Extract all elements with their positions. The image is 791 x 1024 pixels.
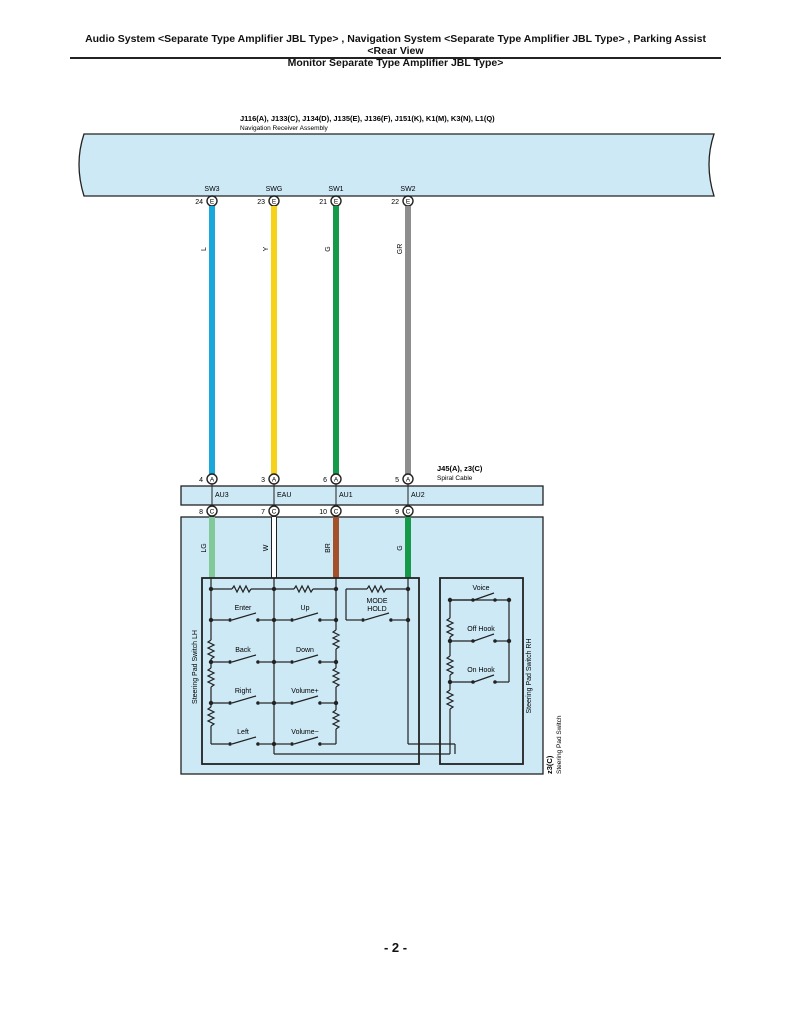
- spiral-top-pins: 4 3 6 5 A A A A: [199, 473, 414, 485]
- receiver-term-sw1: SW1: [328, 186, 343, 193]
- receiver-pin-num: 23: [257, 199, 265, 206]
- connector-letter: E: [406, 199, 411, 206]
- connector-letter: E: [272, 199, 277, 206]
- receiver-name: Navigation Receiver Assembly: [240, 125, 329, 132]
- connector-letter: A: [334, 477, 339, 484]
- spiral-pin-num: 3: [261, 477, 265, 484]
- lh-junctions: [208, 586, 411, 747]
- connector-pin: [402, 505, 414, 517]
- switch-label-volume-plus: Volume+: [291, 688, 318, 695]
- header-rule: [70, 57, 721, 59]
- steering-code: z3(C): [545, 755, 554, 774]
- receiver-body: [78, 133, 715, 197]
- spiral-term-au1: AU1: [339, 492, 353, 499]
- connector-letter: A: [210, 477, 215, 484]
- connector-pin: [206, 505, 218, 517]
- switch-lh-label: Steering Pad Switch LH: [192, 630, 199, 704]
- switch-label-back: Back: [235, 647, 251, 654]
- spiral-name: Spiral Cable: [437, 475, 473, 482]
- spiral-codes: J45(A), z3(C): [437, 464, 483, 473]
- connector-pin: [268, 505, 280, 517]
- wire-label-lg: LG: [201, 543, 208, 552]
- spiral-term-eau: EAU: [277, 492, 291, 499]
- switch-lh-box: [201, 577, 420, 765]
- receiver-codes: J116(A), J133(C), J134(D), J135(E), J136…: [240, 114, 495, 123]
- receiver-pin-num: 21: [319, 199, 327, 206]
- connector-letter: E: [210, 199, 215, 206]
- spiral-pin-num: 6: [323, 477, 327, 484]
- spiral-pin-num: 10: [319, 509, 327, 516]
- wire-label-br: BR: [325, 543, 332, 553]
- connector-pin: [330, 505, 342, 517]
- receiver-term-sw2: SW2: [400, 186, 415, 193]
- connector-letter: A: [272, 477, 277, 484]
- switch-label-mode: MODE: [367, 598, 388, 605]
- wire-label-w: W: [263, 544, 270, 551]
- rh-switch-labels: Voice Off Hook On Hook: [467, 585, 495, 674]
- wire-label-g-lower: G: [397, 545, 404, 550]
- switch-label-hold: HOLD: [367, 606, 386, 613]
- spiral-pin-num: 5: [395, 477, 399, 484]
- spiral-term-au2: AU2: [411, 492, 425, 499]
- switch-label-right: Right: [235, 688, 251, 695]
- switch-label-down: Down: [296, 647, 314, 654]
- wire-label-g: G: [325, 246, 332, 251]
- header-line-2: Monitor Separate Type Amplifier JBL Type…: [287, 57, 504, 69]
- header-line-1: Audio System <Separate Type Amplifier JB…: [85, 33, 706, 57]
- spiral-terminals: AU3 EAU AU1 AU2: [211, 484, 425, 506]
- page-number: - 2 -: [383, 940, 408, 955]
- steering-pad-switch-body: [180, 516, 544, 775]
- connector-letter: A: [406, 477, 411, 484]
- switch-label-on-hook: On Hook: [467, 667, 495, 674]
- connector-letter: C: [210, 509, 215, 516]
- wire-label-y: Y: [263, 246, 270, 251]
- spiral-pin-num: 9: [395, 509, 399, 516]
- connector-letter: C: [406, 509, 411, 516]
- receiver-term-swg: SWG: [266, 186, 283, 193]
- receiver-term-sw3: SW3: [204, 186, 219, 193]
- switch-label-enter: Enter: [235, 605, 252, 612]
- switch-label-volume-minus: Volume−: [291, 729, 318, 736]
- rh-junctions: [447, 597, 512, 685]
- wire-label-gr: GR: [397, 244, 404, 255]
- spiral-bottom-connectors: C C C C: [206, 505, 414, 517]
- spiral-bottom-pins: 8 7 10 9: [199, 509, 399, 516]
- switch-rh-box: [439, 577, 524, 765]
- switch-label-off-hook: Off Hook: [467, 626, 495, 633]
- spiral-cable-body: [180, 485, 544, 506]
- steering-name: Steering Pad Switch: [556, 715, 563, 774]
- lh-switch-labels: Enter Up Back Down Right Volume+ Left Vo…: [235, 598, 388, 736]
- receiver-pin-num: 24: [195, 199, 203, 206]
- connector-letter: C: [272, 509, 277, 516]
- switch-label-voice: Voice: [472, 585, 489, 592]
- upper-wires: L Y G GR: [201, 206, 411, 474]
- spiral-term-au3: AU3: [215, 492, 229, 499]
- spiral-pin-num: 4: [199, 477, 203, 484]
- spiral-pin-num: 7: [261, 509, 265, 516]
- receiver-pin-num: 22: [391, 199, 399, 206]
- lower-wires: LG W BR G: [201, 517, 411, 578]
- connector-letter: C: [334, 509, 339, 516]
- switch-label-left: Left: [237, 729, 249, 736]
- page-header: Audio System <Separate Type Amplifier JB…: [70, 33, 721, 69]
- switch-rh-label: Steering Pad Switch RH: [526, 638, 533, 713]
- spiral-pin-num: 8: [199, 509, 203, 516]
- switch-label-up: Up: [301, 605, 310, 612]
- connector-letter: E: [334, 199, 339, 206]
- wire-label-l: L: [201, 247, 208, 251]
- lh-circuit: [206, 578, 455, 755]
